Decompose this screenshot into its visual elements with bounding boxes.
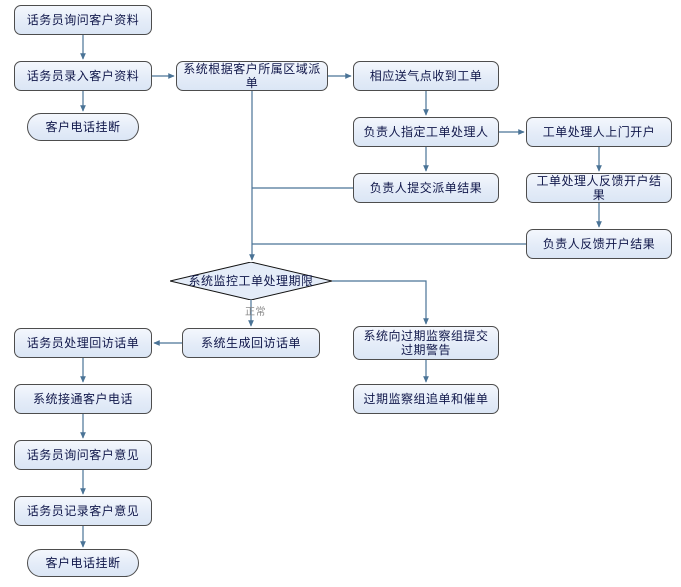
node-system-submits-overdue-warning[interactable]: 系统向过期监察组提交过期警告 <box>353 326 499 360</box>
node-label: 系统向过期监察组提交过期警告 <box>363 329 489 357</box>
node-label: 负责人提交派单结果 <box>369 181 483 195</box>
node-handler-visits-to-open-account[interactable]: 工单处理人上门开户 <box>526 117 672 147</box>
node-system-connects-customer-call[interactable]: 系统接通客户电话 <box>14 384 152 414</box>
node-system-monitors-order-deadline[interactable]: 系统监控工单处理期限 <box>170 262 332 300</box>
node-label: 系统监控工单处理期限 <box>188 274 314 288</box>
node-overdue-team-chases-order[interactable]: 过期监察组追单和催单 <box>353 384 499 414</box>
node-operator-handles-callback-ticket[interactable]: 话务员处理回访话单 <box>14 328 152 358</box>
node-label: 话务员询问客户意见 <box>26 448 140 462</box>
node-label: 客户电话挂断 <box>45 556 121 570</box>
node-handler-feedback-account-result[interactable]: 工单处理人反馈开户结果 <box>526 173 672 203</box>
node-label: 话务员询问客户资料 <box>26 13 140 27</box>
node-operator-records-customer-opinion[interactable]: 话务员记录客户意见 <box>14 496 152 526</box>
node-label: 负责人反馈开户结果 <box>542 237 656 251</box>
node-label: 系统生成回访话单 <box>200 336 301 350</box>
node-operator-asks-customer-opinion[interactable]: 话务员询问客户意见 <box>14 440 152 470</box>
edge-n11-n18 <box>332 280 429 325</box>
node-manager-assigns-handler[interactable]: 负责人指定工单处理人 <box>353 117 499 147</box>
node-operator-asks-customer-info[interactable]: 话务员询问客户资料 <box>14 5 152 35</box>
node-manager-submits-dispatch-result[interactable]: 负责人提交派单结果 <box>353 173 499 203</box>
node-label: 客户电话挂断 <box>45 120 121 134</box>
node-customer-hangs-up-top[interactable]: 客户电话挂断 <box>27 113 139 141</box>
diamond-shape <box>170 262 332 300</box>
edge-label-normal: 正常 <box>245 307 266 318</box>
node-label: 过期监察组追单和催单 <box>363 392 489 406</box>
node-system-dispatch-by-region[interactable]: 系统根据客户所属区域派单 <box>176 61 328 91</box>
node-label: 话务员处理回访话单 <box>26 336 140 350</box>
node-label: 负责人指定工单处理人 <box>363 125 489 139</box>
node-customer-hangs-up-bottom[interactable]: 客户电话挂断 <box>27 549 139 577</box>
node-operator-enters-customer-info[interactable]: 话务员录入客户资料 <box>14 61 152 91</box>
node-label: 工单处理人上门开户 <box>542 125 656 139</box>
node-label: 相应送气点收到工单 <box>369 69 483 83</box>
node-label: 话务员记录客户意见 <box>26 504 140 518</box>
node-label: 系统根据客户所属区域派单 <box>183 62 321 90</box>
node-label: 系统接通客户电话 <box>32 392 133 406</box>
node-gas-station-receives-order[interactable]: 相应送气点收到工单 <box>353 61 499 91</box>
node-system-generates-callback-ticket[interactable]: 系统生成回访话单 <box>182 328 320 358</box>
node-label: 话务员录入客户资料 <box>26 69 140 83</box>
node-label: 工单处理人反馈开户结果 <box>536 174 662 202</box>
node-manager-feedback-account-result[interactable]: 负责人反馈开户结果 <box>526 229 672 259</box>
